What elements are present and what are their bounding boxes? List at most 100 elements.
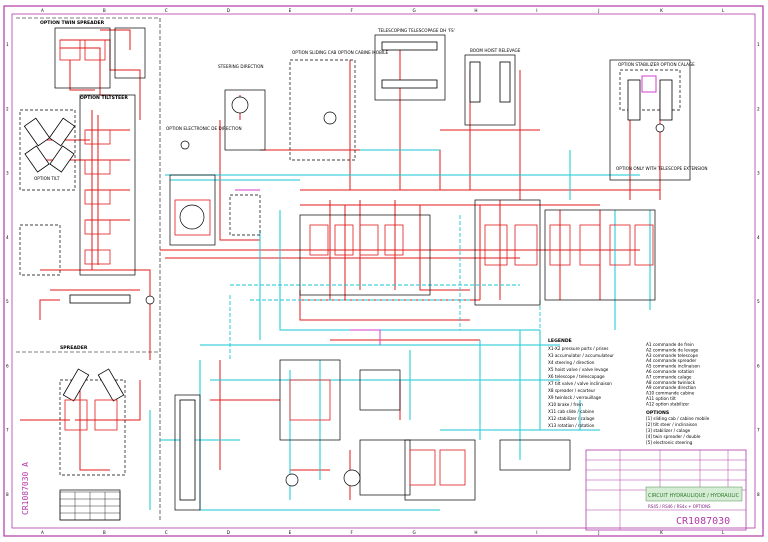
- legend-entry: A9 commande direction: [646, 385, 696, 390]
- column-mark: H: [474, 8, 477, 13]
- legend-entry: X11 cab slide / cabine: [548, 409, 595, 414]
- outer-frame: [3, 5, 764, 537]
- legend-entry: A12 option stabilizer: [646, 401, 689, 406]
- legend-entry: A7 commande calage: [646, 374, 692, 379]
- legend-entry: X6 telescope / telescopage: [548, 374, 605, 379]
- column-mark: D: [227, 530, 230, 535]
- column-mark: C: [165, 8, 168, 13]
- column-mark: F: [351, 530, 354, 535]
- legend-entry: A10 commande cabine: [646, 391, 695, 396]
- column-mark: K: [660, 530, 663, 535]
- row-mark: 7: [757, 428, 760, 433]
- column-mark: E: [289, 8, 292, 13]
- row-mark: 8: [6, 492, 9, 497]
- component-boxes: [19, 27, 691, 521]
- row-mark: 4: [6, 235, 9, 240]
- spreader-label: SPREADER: [60, 345, 88, 351]
- column-mark: I: [536, 530, 537, 535]
- row-mark: 8: [757, 492, 760, 497]
- options-title: OPTIONS: [646, 410, 669, 416]
- options-entry: [5] electronic steering: [646, 440, 693, 445]
- column-mark: I: [536, 8, 537, 13]
- column-mark: B: [103, 8, 106, 13]
- legend-entry: X10 brake / frein: [548, 402, 583, 407]
- inner-frame: [11, 13, 756, 529]
- row-mark: 6: [6, 363, 9, 368]
- row-mark: 1: [6, 42, 9, 47]
- column-mark: F: [351, 8, 354, 13]
- option-tilt-label: OPTION TILT: [34, 176, 60, 181]
- return-lines: [149, 149, 651, 511]
- row-mark: 4: [757, 235, 760, 240]
- accent-lines: [235, 75, 657, 345]
- column-mark: G: [412, 8, 415, 13]
- option-spreader-label: OPTION TWIN SPREADER: [40, 20, 105, 26]
- options-list: [1] sliding cab / cabine mobile[2] tilt …: [646, 416, 710, 445]
- legend-entry: X3 accumulator / accumulateur: [548, 353, 614, 358]
- pumps-motors: [145, 96, 665, 487]
- column-mark: B: [103, 530, 106, 535]
- legend-entry: A4 commande spreader: [646, 358, 697, 363]
- column-mark: A: [41, 530, 44, 535]
- legend-title: LEGENDE: [548, 338, 572, 344]
- drawing-number: CR1087030: [676, 516, 730, 527]
- options-entry: [3] stabilizer / calage: [646, 428, 691, 433]
- column-mark: G: [412, 530, 415, 535]
- legend-entry: X1-X2 pressure ports / prises: [548, 346, 608, 351]
- option-only-with-label: OPTION ONLY WITH TELESCOPE EXTENSION: [616, 166, 708, 171]
- legend-entry: X13 rotation / rotation: [548, 423, 595, 428]
- legend-entry: A6 commande rotation: [646, 369, 694, 374]
- section-dividers: [16, 17, 161, 520]
- row-mark: 6: [757, 363, 760, 368]
- titleblock-subtitle: RS45 / RS46 / RS4x + OPTIONS: [648, 504, 711, 509]
- column-mark: H: [474, 530, 477, 535]
- column-mark: J: [597, 530, 599, 535]
- options-entry: [1] sliding cab / cabine mobile: [646, 416, 710, 421]
- legend-entry: X7 tilt valve / valve inclinaison: [548, 381, 612, 386]
- column-mark: C: [165, 530, 168, 535]
- option-tiltsteer-label: OPTION TILTSTEER: [80, 95, 128, 101]
- side-drawing-number: CR1087030 A: [21, 462, 30, 515]
- sliding-cab-label: OPTION SLIDING CAB OPTION CABINE MOBILE: [292, 50, 388, 55]
- legend-entry: X12 stabilizer / calage: [548, 416, 595, 421]
- telescoping-label: TELESCOPING TELESCOPAGE DH 'FS': [377, 28, 455, 33]
- row-mark: 5: [757, 299, 760, 304]
- legend-entry: A5 commande inclinaison: [646, 364, 700, 369]
- column-mark: L: [722, 8, 725, 13]
- row-mark: 3: [6, 171, 9, 176]
- column-mark: K: [660, 8, 663, 13]
- legend-entry: A2 commande de levage: [646, 347, 699, 352]
- column-mark: L: [722, 530, 725, 535]
- legend-entry: A3 commande telescope: [646, 353, 698, 358]
- legend-entry: A11 option tilt: [646, 396, 676, 401]
- bottom-left-table: [59, 491, 121, 521]
- legend-entry: A8 commande twinlock: [646, 380, 696, 385]
- drain-lines: [229, 215, 541, 360]
- legend-entry: X4 steering / direction: [548, 360, 595, 365]
- option-stabilizer-label: OPTION STABILIZER OPTION CALAGE: [618, 62, 695, 67]
- legend-entry: X8 spreader / ecarteur: [548, 388, 596, 393]
- row-mark: 2: [757, 106, 760, 111]
- cylinders: [23, 41, 673, 501]
- column-mark: A: [41, 8, 44, 13]
- row-mark: 1: [757, 42, 760, 47]
- legend-entry: X5 hoist valve / valve levage: [548, 367, 609, 372]
- row-mark: 7: [6, 428, 9, 433]
- title-block: CIRCUIT HYDRAULIQUE / HYDRAULIC RS45 / R…: [585, 449, 747, 531]
- legend-entry: A1 commande de frein: [646, 342, 694, 347]
- titleblock-title: CIRCUIT HYDRAULIQUE / HYDRAULIC: [648, 493, 740, 499]
- column-mark: E: [289, 530, 292, 535]
- valve-stacks: [59, 39, 654, 486]
- options-entry: [2] tilt steer / inclinaison: [646, 422, 698, 427]
- column-mark: D: [227, 8, 230, 13]
- row-mark: 3: [757, 171, 760, 176]
- steering-label: STEERING DIRECTION: [218, 64, 264, 69]
- options-entry: [4] twin spreader / double: [646, 434, 701, 439]
- boom-hoist-label: BOOM HOIST RELEVAGE: [470, 48, 521, 53]
- legend-entry: X9 twinlock / verrouillage: [548, 395, 602, 400]
